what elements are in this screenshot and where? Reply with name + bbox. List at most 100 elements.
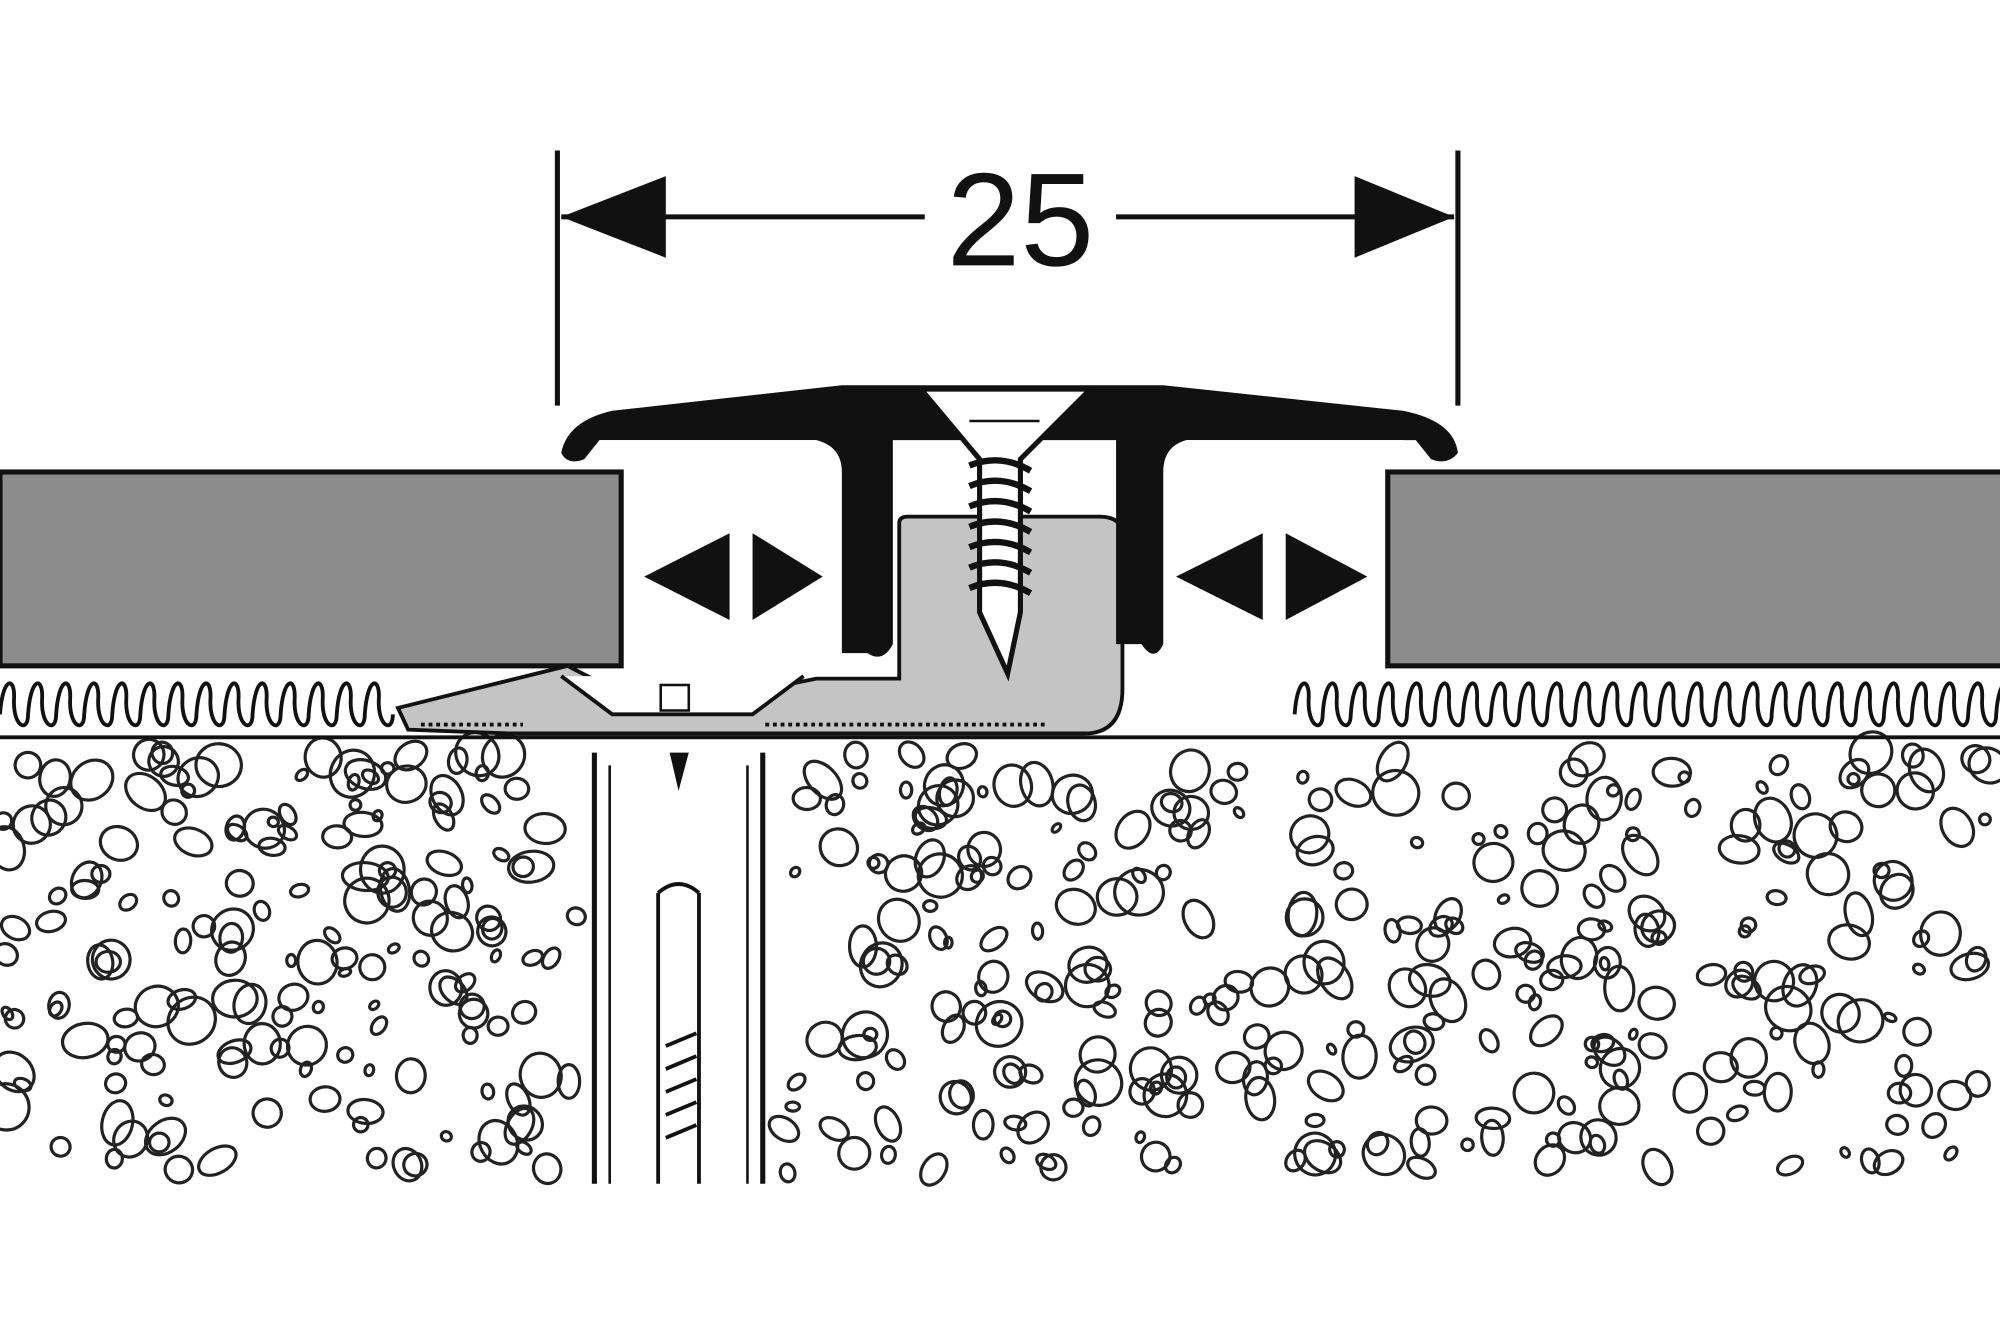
aggregate-pebble <box>1725 1104 1749 1123</box>
aggregate-pebble <box>371 809 384 823</box>
aggregate-pebble <box>1176 1091 1205 1119</box>
aggregate-pebble <box>147 1131 171 1154</box>
carpet-right <box>1292 681 2000 728</box>
aggregate-pebble <box>1921 1112 1948 1139</box>
aggregate-pebble <box>1325 1042 1338 1056</box>
aggregate-pebble <box>1640 909 1677 944</box>
aggregate-pebble <box>191 913 217 939</box>
aggregate-pebble <box>1533 1143 1567 1177</box>
aggregate-pebble <box>1724 968 1755 999</box>
aggregate-pebble <box>358 844 406 895</box>
aggregate-pebble <box>778 1162 797 1184</box>
aggregate-pebble <box>858 941 904 989</box>
aggregate-pebble <box>565 906 587 927</box>
aggregate-pebble <box>1062 858 1085 882</box>
aggregate-pebble <box>1371 768 1421 817</box>
aggregate-pebble <box>948 1079 975 1110</box>
aggregate-pebble <box>1672 1071 1709 1114</box>
aggregate-pebble <box>47 1000 64 1018</box>
aggregate-pebble <box>1024 970 1065 1004</box>
aggregate-pebble <box>446 746 469 775</box>
aggregate-pebble <box>1598 863 1627 893</box>
aggregate-pebble <box>1143 1007 1173 1038</box>
aggregate-pebble <box>322 926 342 945</box>
aggregate-pebble <box>1558 757 1589 788</box>
aggregate-pebble <box>1911 962 1926 976</box>
aggregate-pebble <box>69 758 115 802</box>
aggregate-pebble <box>1346 1020 1366 1039</box>
aggregate-pebble <box>1742 1079 1767 1097</box>
aggregate-pebble <box>1755 780 1769 795</box>
aggregate-pebble <box>1828 810 1864 844</box>
aggregate-pebble <box>412 949 431 968</box>
aggregate-pebble <box>365 1146 388 1170</box>
aggregate-pebble <box>862 1026 879 1042</box>
aggregate-pebble <box>1114 809 1152 850</box>
aggregate-pebble <box>966 830 1003 868</box>
aggregate-pebble <box>242 807 286 850</box>
aggregate-pebble <box>251 1097 283 1129</box>
aggregate-pebble <box>1624 787 1642 811</box>
aggregate-pebble <box>439 1130 453 1143</box>
wall-anchor-dowel <box>591 739 766 1184</box>
aggregate-pebble <box>1739 916 1758 934</box>
aggregate-pebble <box>1627 894 1667 933</box>
aggregate-pebble <box>308 1085 342 1113</box>
aggregate-pebble <box>44 785 84 827</box>
aggregate-pebble <box>294 767 310 783</box>
aggregate-pebble <box>1590 1032 1616 1054</box>
aggregate-pebble <box>143 1116 188 1157</box>
aggregate-pebble <box>1144 989 1173 1018</box>
aggregate-pebble <box>176 756 220 799</box>
aggregate-pebble <box>173 826 214 858</box>
aggregate-pebble <box>1949 951 1991 982</box>
aggregate-pebble <box>837 1135 872 1171</box>
aggregate-pebble <box>1002 1062 1023 1085</box>
aggregate-pebble <box>197 1144 238 1177</box>
aggregate-pebble <box>1702 1051 1739 1084</box>
aggregate-pebble <box>311 999 325 1015</box>
aggregate-pebble <box>942 935 954 950</box>
aggregate-pebble <box>1695 962 1728 987</box>
aggregate-pebble <box>0 811 14 831</box>
aggregate-pebble <box>1696 1116 1726 1146</box>
aggregate-pebble <box>1598 1086 1641 1127</box>
aggregate-pebble <box>49 1135 72 1158</box>
aggregate-pebble <box>1150 788 1192 828</box>
aggregate-pebble <box>913 838 947 879</box>
aggregate-pebble <box>1159 791 1184 814</box>
aggregate-pebble <box>1039 1153 1068 1182</box>
aggregate-pebble <box>1402 1029 1427 1055</box>
aggregate-pebble <box>1860 772 1897 809</box>
aggregate-pebble <box>429 773 465 817</box>
aggregate-pebble <box>1872 861 1891 880</box>
aggregate-pebble <box>928 925 949 952</box>
aggregate-pebble <box>133 984 180 1029</box>
aggregate-pebble <box>162 889 181 908</box>
aggregate-pebble <box>1393 1054 1414 1074</box>
aggregate-pebble <box>480 1082 496 1101</box>
aggregate-pebble <box>1872 859 1914 902</box>
aggregate-pebble <box>1478 1028 1500 1054</box>
aggregate-pebble <box>1637 1032 1668 1060</box>
aggregate-pebble <box>1907 747 1946 794</box>
aggregate-pebble <box>90 938 132 981</box>
aggregate-pebble <box>194 742 243 789</box>
aggregate-pebble <box>1232 806 1246 820</box>
aggregate-pebble <box>1912 929 1931 949</box>
aggregate-pebble <box>976 785 989 799</box>
aggregate-pebble <box>328 748 377 799</box>
aggregate-pebble <box>271 1005 294 1028</box>
aggregate-pebble <box>173 927 193 955</box>
aggregate-pebble <box>13 750 43 780</box>
aggregate-pebble <box>1018 760 1055 808</box>
aggregate-pebble <box>486 1015 510 1037</box>
aggregate-pebble <box>910 821 927 836</box>
aggregate-pebble <box>1128 1046 1174 1092</box>
aggregate-pebble <box>378 867 412 913</box>
aggregate-pebble <box>1139 1140 1172 1173</box>
aggregate-pebble <box>955 864 984 892</box>
aggregate-pebble <box>981 855 1003 877</box>
aggregate-pebble <box>802 759 844 801</box>
aggregate-pebble <box>1882 1011 1898 1024</box>
